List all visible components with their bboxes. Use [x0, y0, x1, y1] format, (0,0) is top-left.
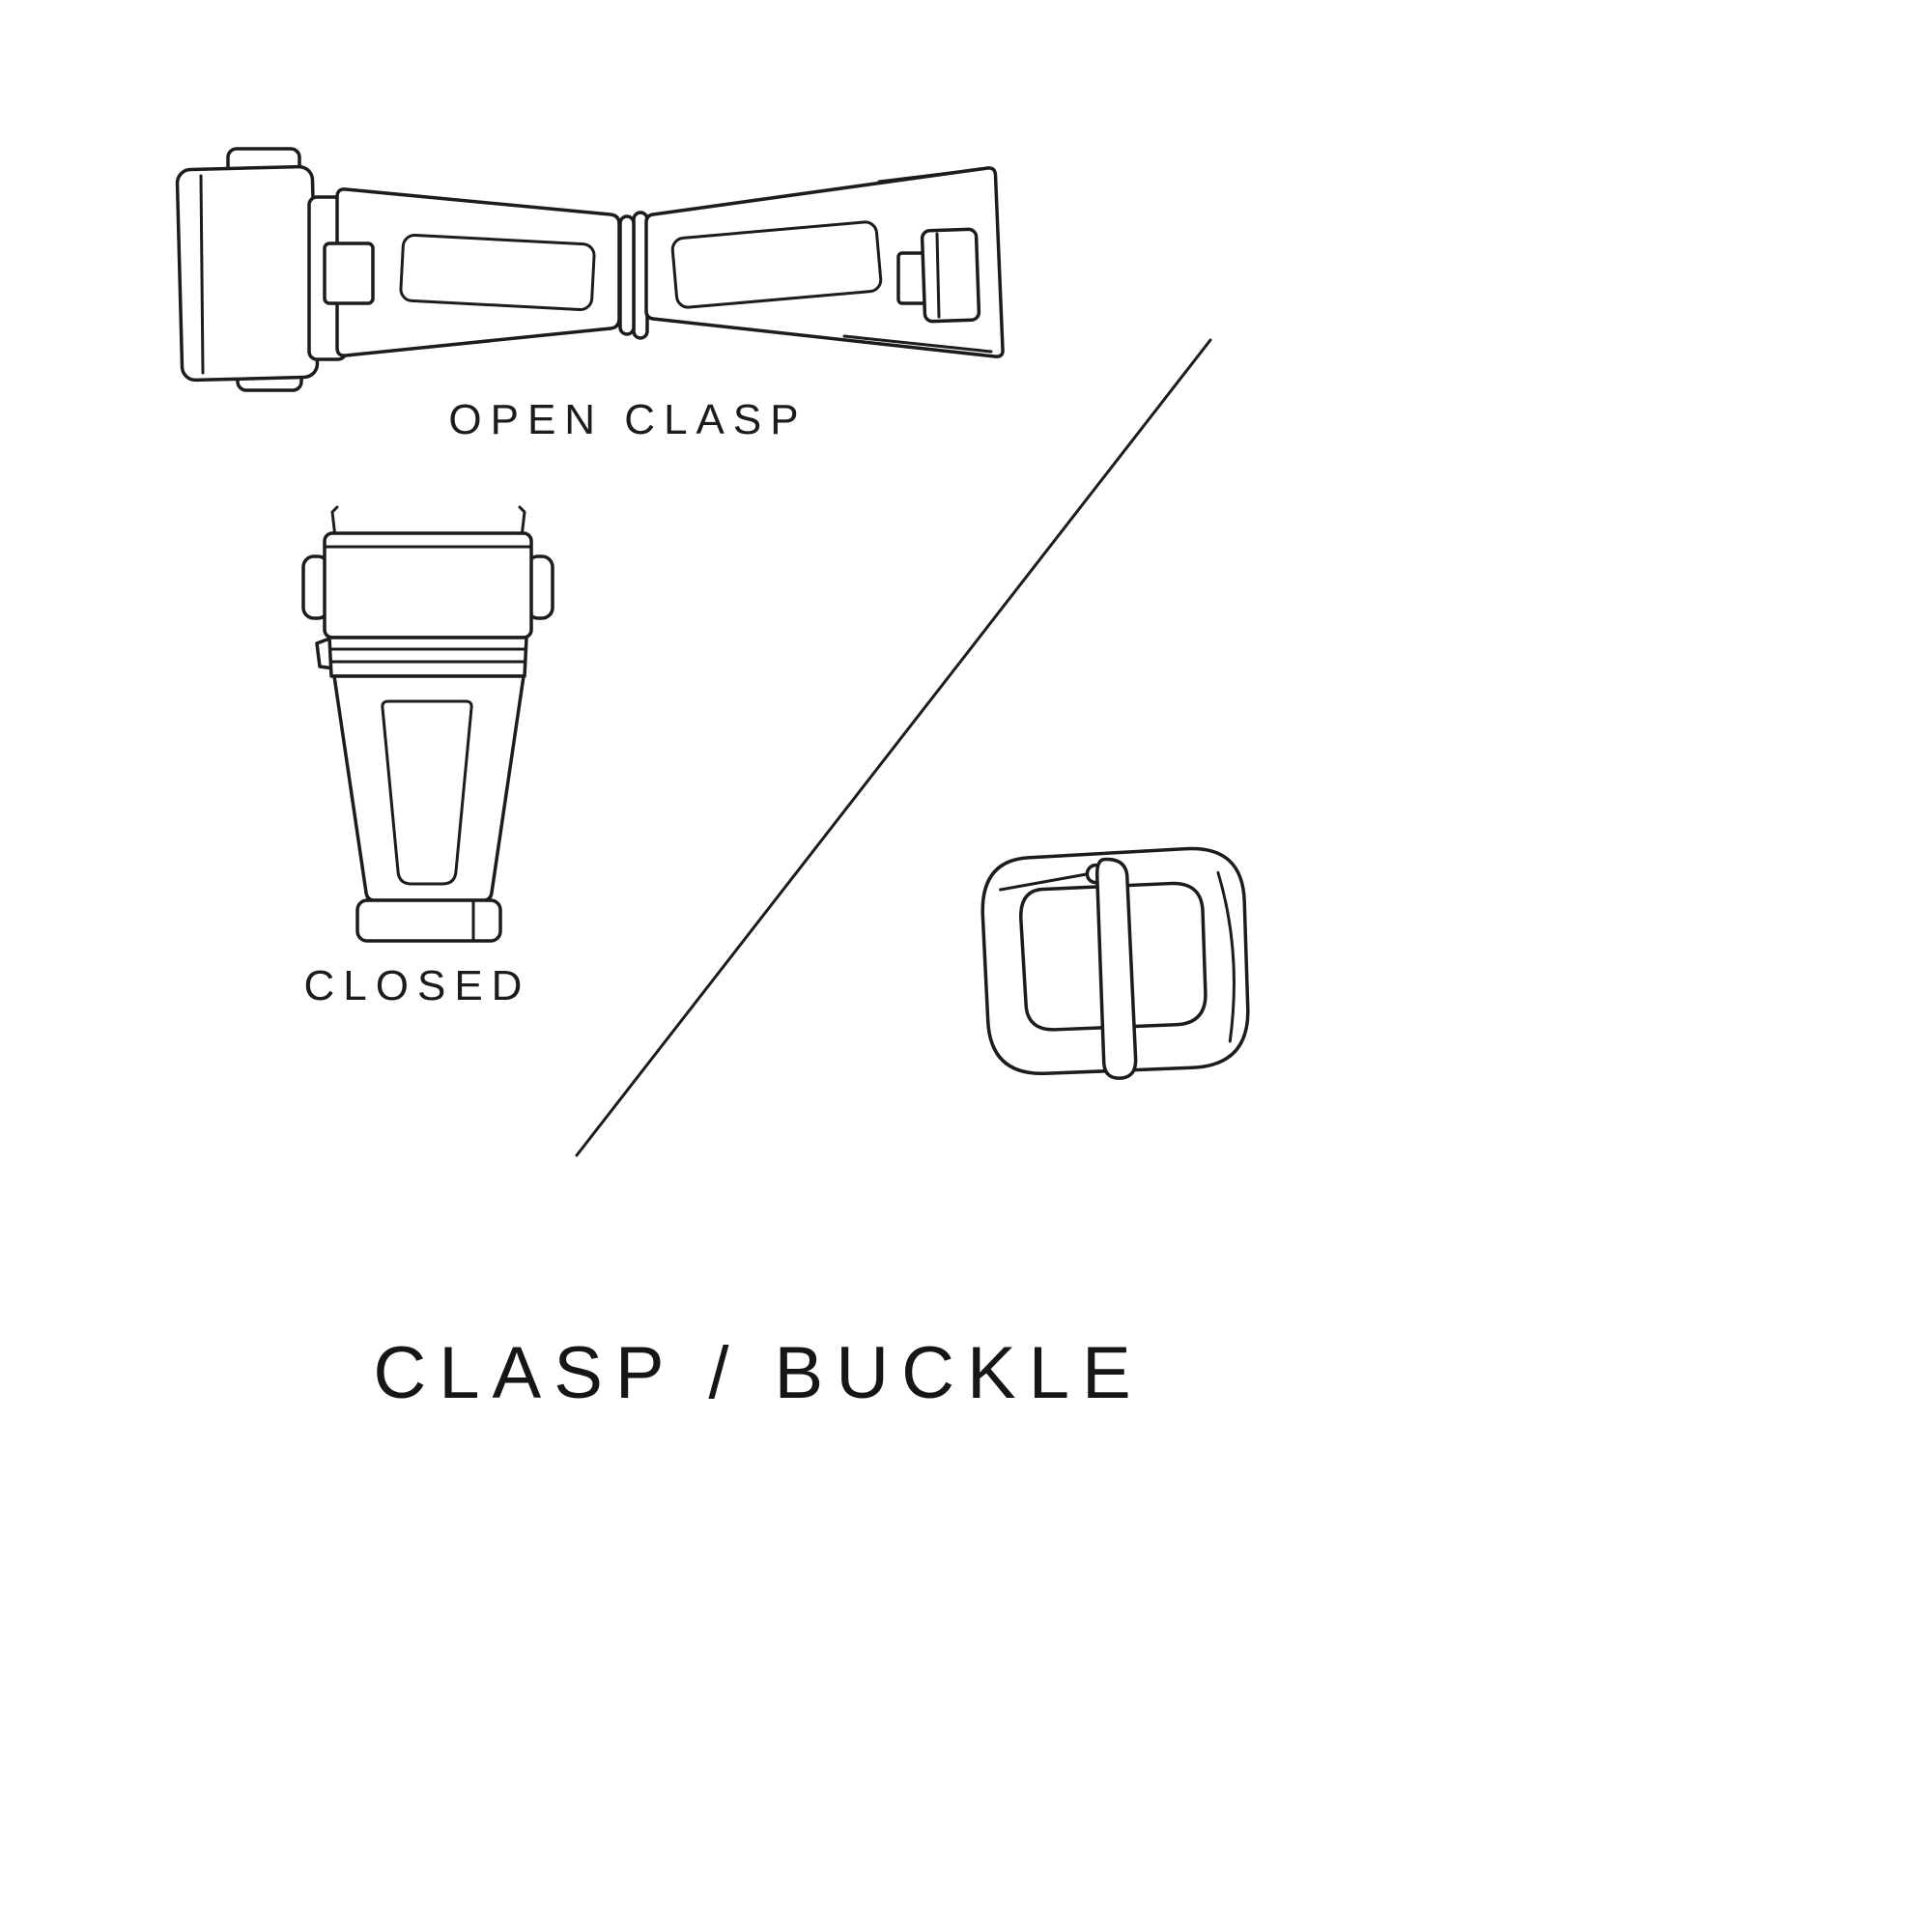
- buckle-pin: [999, 871, 1094, 892]
- open-clasp-drawing: [175, 147, 1005, 392]
- clasp-left-arm: [335, 187, 621, 357]
- clasp-right-prong: [518, 505, 526, 539]
- buckle-tang: [1094, 857, 1138, 1080]
- closed-clasp-illustration: [301, 505, 554, 943]
- clasp-body-slot: [381, 699, 473, 886]
- closed-clasp-drawing: [301, 505, 554, 943]
- buckle-illustration: [980, 846, 1250, 1080]
- clasp-hinge-pin: [618, 214, 636, 336]
- clasp-left-notch: [323, 242, 375, 305]
- open-clasp-label: OPEN CLASP: [448, 396, 808, 443]
- closed-clasp-label: CLOSED: [303, 962, 531, 1009]
- open-clasp-illustration: [175, 147, 1005, 392]
- clasp-left-arm-inset: [399, 233, 596, 312]
- buckle-drawing: [980, 846, 1250, 1080]
- clasp-end-bar: [355, 898, 502, 943]
- page-title: CLASP / BUCKLE: [373, 1332, 1144, 1414]
- clasp-right-arm-inset: [670, 220, 883, 309]
- clasp-right-arm: [644, 166, 1005, 358]
- clasp-left-prong: [330, 505, 339, 539]
